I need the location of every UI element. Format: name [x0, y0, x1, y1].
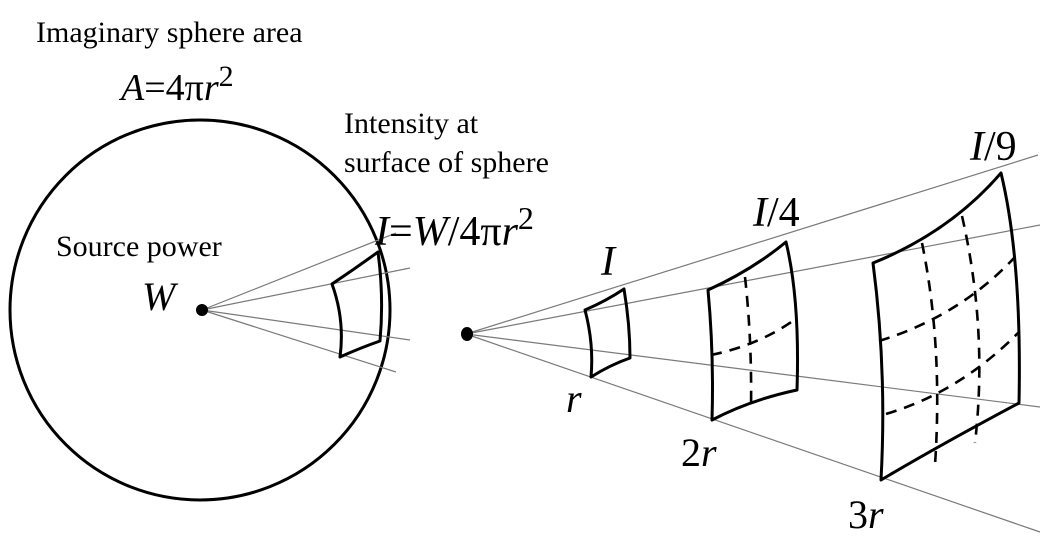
sphere-ray [201, 267, 411, 311]
patch-3r-grid-line [960, 215, 981, 444]
source-symbol: W [142, 274, 179, 319]
distance-3r-label: 3r [848, 492, 884, 537]
patch-at-r [583, 287, 632, 379]
sphere-surface-patch [330, 250, 384, 359]
propagation-ray [465, 333, 1041, 533]
distance-2r-label: 2r [681, 430, 717, 475]
propagation-ray [465, 154, 1039, 335]
sphere-ray [201, 309, 397, 373]
patch-3r-grid-line [920, 242, 939, 466]
sphere-ray [201, 309, 411, 341]
patch-3r-grid-line [878, 256, 1016, 343]
propagation-ray [465, 333, 1041, 408]
source-point-left [196, 304, 208, 316]
sphere-ray [201, 232, 397, 311]
area-formula: A=4πr2 [118, 60, 234, 109]
intensity-caption-line-2: surface of sphere [344, 146, 549, 179]
sphere-rays [201, 232, 411, 373]
source-power-label: Source power [56, 230, 222, 263]
patch-at-2r [706, 240, 800, 422]
intensity-caption-line-1: Intensity at [344, 107, 479, 140]
patch-2r-grid-line [743, 276, 753, 409]
patch-2-intensity-label: I/4 [752, 190, 800, 236]
propagation-rays [465, 154, 1041, 533]
distance-r-label: r [566, 376, 582, 421]
intensity-formula: I=W/4πr2 [374, 200, 534, 255]
patch-2r-grid-line [710, 316, 798, 357]
patch-at-3r [871, 171, 1021, 482]
source-point-right [461, 327, 473, 341]
patch-3-intensity-label: I/9 [969, 124, 1017, 170]
imaginary-sphere [8, 118, 392, 502]
propagation-ray [465, 224, 1041, 335]
patch-3r-grid-line [885, 331, 1020, 416]
sphere-area-caption: Imaginary sphere area [36, 16, 303, 49]
patch-2r-outline [706, 240, 800, 422]
patch-3r-outline [871, 171, 1021, 482]
patch-1-intensity-label: I [600, 239, 617, 285]
